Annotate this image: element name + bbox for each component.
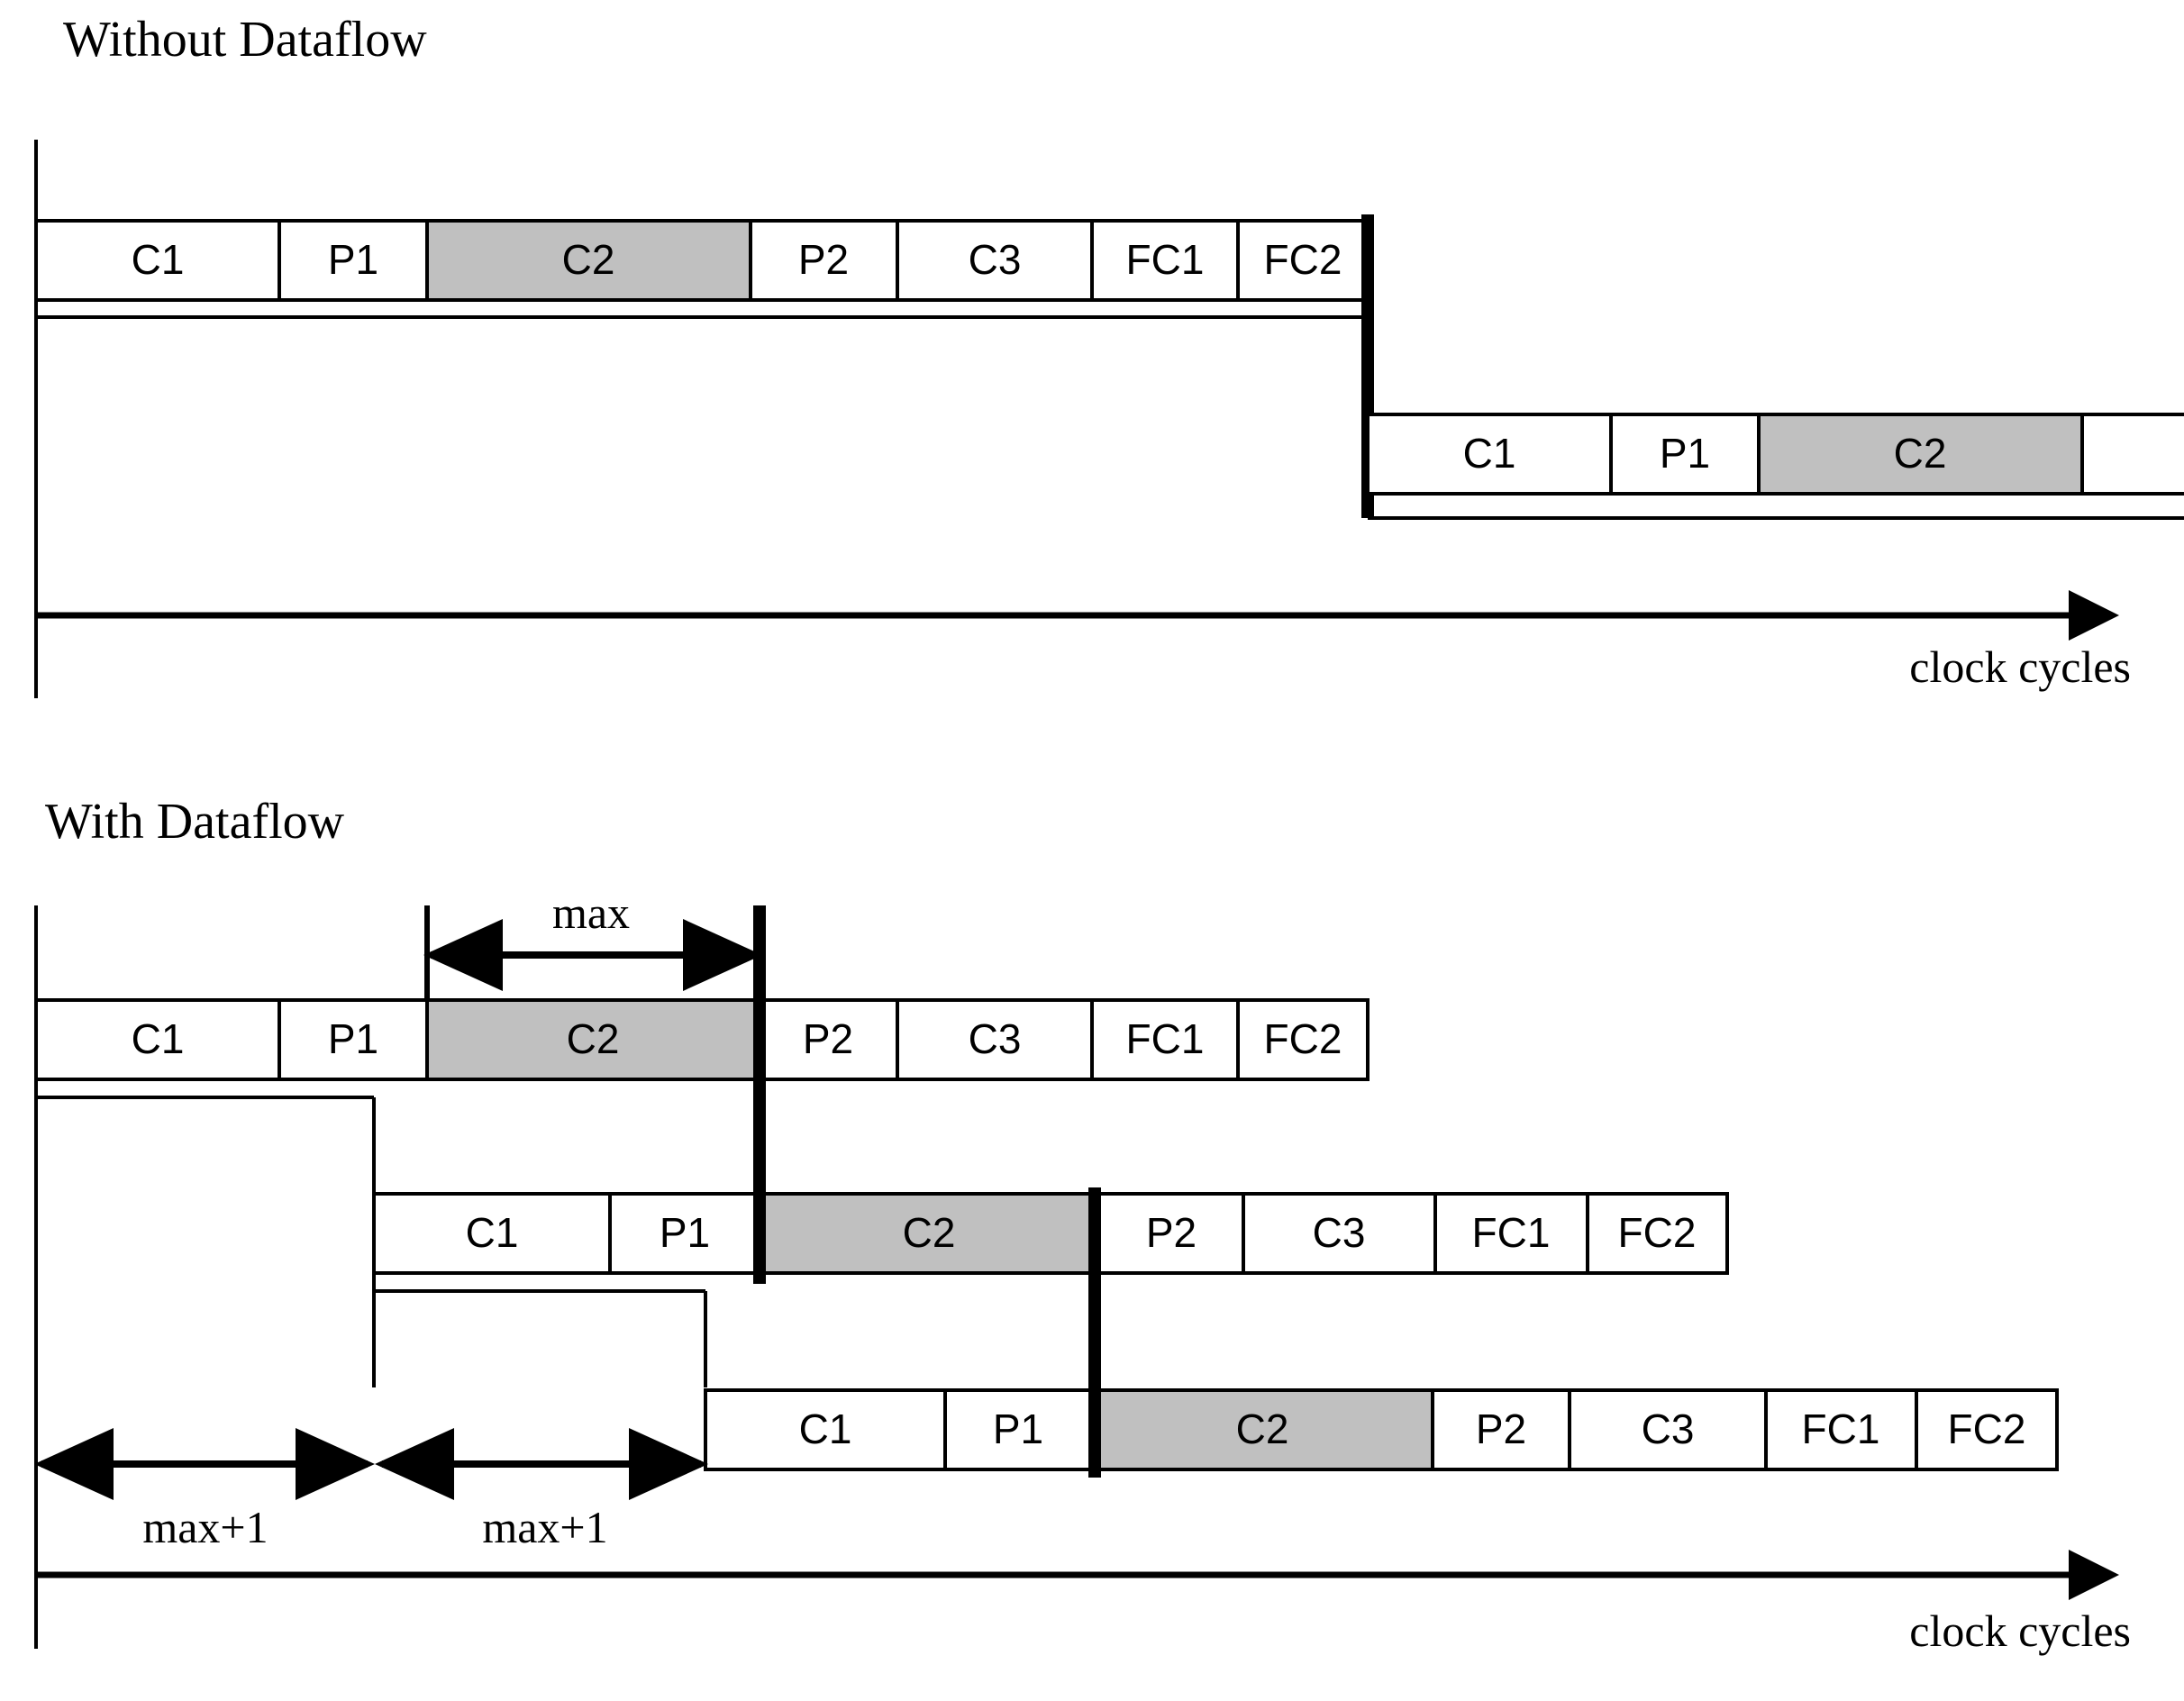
row-iteration-1-without-dataflow: C1 P1 C2 P2 C3 FC1 FC2 [34, 219, 1370, 302]
stage-box-fc2 [1236, 998, 1370, 1081]
stage-label-p2: P2 [803, 1015, 853, 1062]
stage-label-p2: P2 [1146, 1209, 1197, 1256]
row-iteration-2-with-dataflow: C1 P1 C2 P2 C3 FC1 FC2 [372, 1192, 1729, 1275]
stage-label-c2: C2 [567, 1015, 620, 1062]
stage-box-c1 [372, 1192, 612, 1275]
stage-label-c2: C2 [1236, 1405, 1289, 1452]
stage-label-c2: C2 [562, 236, 615, 283]
stage-label-p2: P2 [798, 236, 849, 283]
stage-label-fc2: FC2 [1618, 1209, 1697, 1256]
row-iteration-3-with-dataflow: C1 P1 C2 P2 C3 FC1 FC2 [704, 1388, 2059, 1471]
section-title-with-dataflow: With Dataflow [45, 794, 345, 850]
stage-box-c3 [896, 998, 1094, 1081]
stage-label-c3: C3 [1313, 1209, 1366, 1256]
stage-box-c1 [34, 998, 281, 1081]
stage-label-fc1: FC1 [1472, 1209, 1551, 1256]
stage-box-fc2 [1915, 1388, 2059, 1471]
stage-box-p1 [278, 998, 429, 1081]
stage-label-p1: P1 [660, 1209, 710, 1256]
stage-box-fc1 [1090, 998, 1240, 1081]
stage-label-c3: C3 [969, 236, 1022, 283]
stage-label-fc1: FC1 [1802, 1405, 1880, 1452]
max-plus-1-label-1: max+1 [142, 1502, 268, 1552]
stage-label-p2: P2 [1476, 1405, 1526, 1452]
stage-box-p1 [943, 1388, 1094, 1471]
max-plus-1-label-2: max+1 [482, 1502, 607, 1552]
x-axis-label-without-dataflow: clock cycles [1909, 641, 2131, 692]
stage-box-c2 [425, 219, 752, 302]
annotation-max-plus-1-second: max+1 [375, 1428, 708, 1552]
stage-label-c3: C3 [969, 1015, 1022, 1062]
stage-label-fc2: FC2 [1948, 1405, 2026, 1452]
max-label: max [552, 887, 630, 938]
stage-label-c1: C1 [799, 1405, 852, 1452]
stage-label-c1: C1 [466, 1209, 519, 1256]
stage-label-fc2: FC2 [1264, 236, 1342, 283]
stage-box-c3 [1568, 1388, 1768, 1471]
stage-label-fc2: FC2 [1264, 1015, 1342, 1062]
stage-box-fc1 [1090, 219, 1240, 302]
section-title-without-dataflow: Without Dataflow [63, 12, 427, 68]
stage-box-p1 [1609, 413, 1761, 496]
stage-label-c1: C1 [1463, 430, 1516, 477]
stage-label-fc1: FC1 [1126, 236, 1205, 283]
stage-box-clipped [2080, 413, 2184, 496]
stage-label-c1: C1 [132, 1015, 185, 1062]
stage-label-c3: C3 [1642, 1405, 1695, 1452]
stage-box-fc1 [1764, 1388, 1918, 1471]
stage-label-p1: P1 [993, 1405, 1043, 1452]
annotation-max: max [423, 887, 762, 1000]
stage-box-c3 [1242, 1192, 1437, 1275]
stage-label-c1: C1 [132, 236, 185, 283]
stage-box-fc2 [1236, 219, 1370, 302]
stage-label-p1: P1 [328, 236, 378, 283]
stage-box-p2 [758, 998, 899, 1081]
stage-box-c2 [1090, 1388, 1434, 1471]
row-iteration-2-without-dataflow: C1 P1 C2 [1366, 413, 2184, 496]
stage-box-p2 [1097, 1192, 1245, 1275]
stage-label-c2: C2 [1894, 430, 1947, 477]
stage-label-p1: P1 [328, 1015, 378, 1062]
stage-box-c2 [425, 998, 761, 1081]
stage-label-c2: C2 [903, 1209, 956, 1256]
stage-label-p1: P1 [1660, 430, 1710, 477]
stage-label-fc1: FC1 [1126, 1015, 1205, 1062]
row-iteration-1-with-dataflow: C1 P1 C2 P2 C3 FC1 FC2 [34, 998, 1370, 1081]
annotation-max-plus-1-first: max+1 [34, 1428, 375, 1552]
x-axis-label-with-dataflow: clock cycles [1909, 1605, 2131, 1656]
stage-box-p2 [749, 219, 899, 302]
stage-box-fc2 [1586, 1192, 1729, 1275]
stage-box-fc1 [1433, 1192, 1589, 1275]
